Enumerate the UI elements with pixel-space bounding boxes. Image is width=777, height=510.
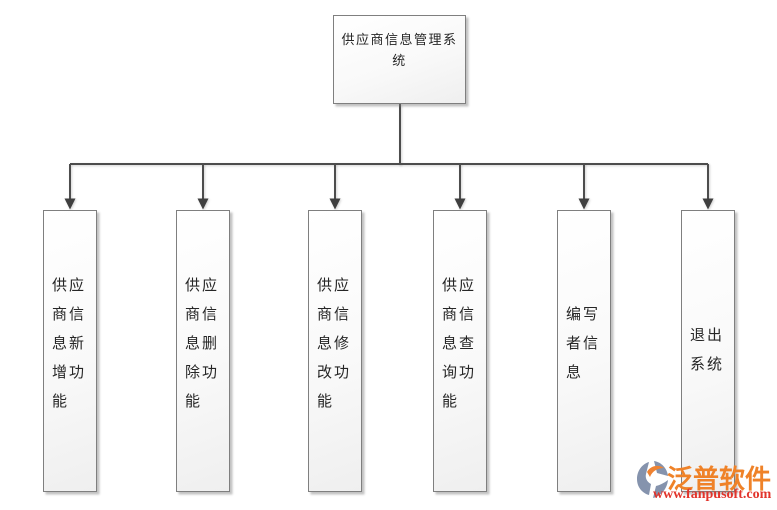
- node-child-author-info: 编写者信息: [557, 210, 611, 492]
- node-child-label: 编写者信息: [566, 306, 601, 381]
- node-child-exit-system: 退出系统: [681, 210, 735, 492]
- arrowhead-icon: [702, 198, 714, 210]
- arrowhead-icon: [578, 198, 590, 210]
- fanpu-logo-icon: [637, 461, 668, 498]
- node-child-label: 退出系统: [690, 328, 725, 373]
- node-child-label: 供应商信息查询功能: [442, 277, 477, 410]
- node-child-query: 供应商信息查询功能: [433, 210, 487, 492]
- arrowhead-icon: [329, 198, 341, 210]
- node-child-modify: 供应商信息修改功能: [308, 210, 362, 492]
- node-child-label: 供应商信息新增功能: [52, 277, 87, 410]
- arrowhead-icon: [197, 198, 209, 210]
- node-child-add: 供应商信息新增功能: [43, 210, 97, 492]
- node-root: 供应商信息管理系统: [333, 15, 466, 104]
- watermark: 泛普软件 www.fanpusoft.com: [634, 458, 777, 508]
- arrowhead-icon: [64, 198, 76, 210]
- node-child-label: 供应商信息删除功能: [185, 277, 220, 410]
- watermark-url-text: www.fanpusoft.com: [653, 487, 772, 502]
- watermark-brand-text: 泛普软件: [667, 464, 772, 494]
- node-child-delete: 供应商信息删除功能: [176, 210, 230, 492]
- node-child-label: 供应商信息修改功能: [317, 277, 352, 410]
- node-root-label: 供应商信息管理系统: [341, 32, 458, 68]
- arrowhead-icon: [454, 198, 466, 210]
